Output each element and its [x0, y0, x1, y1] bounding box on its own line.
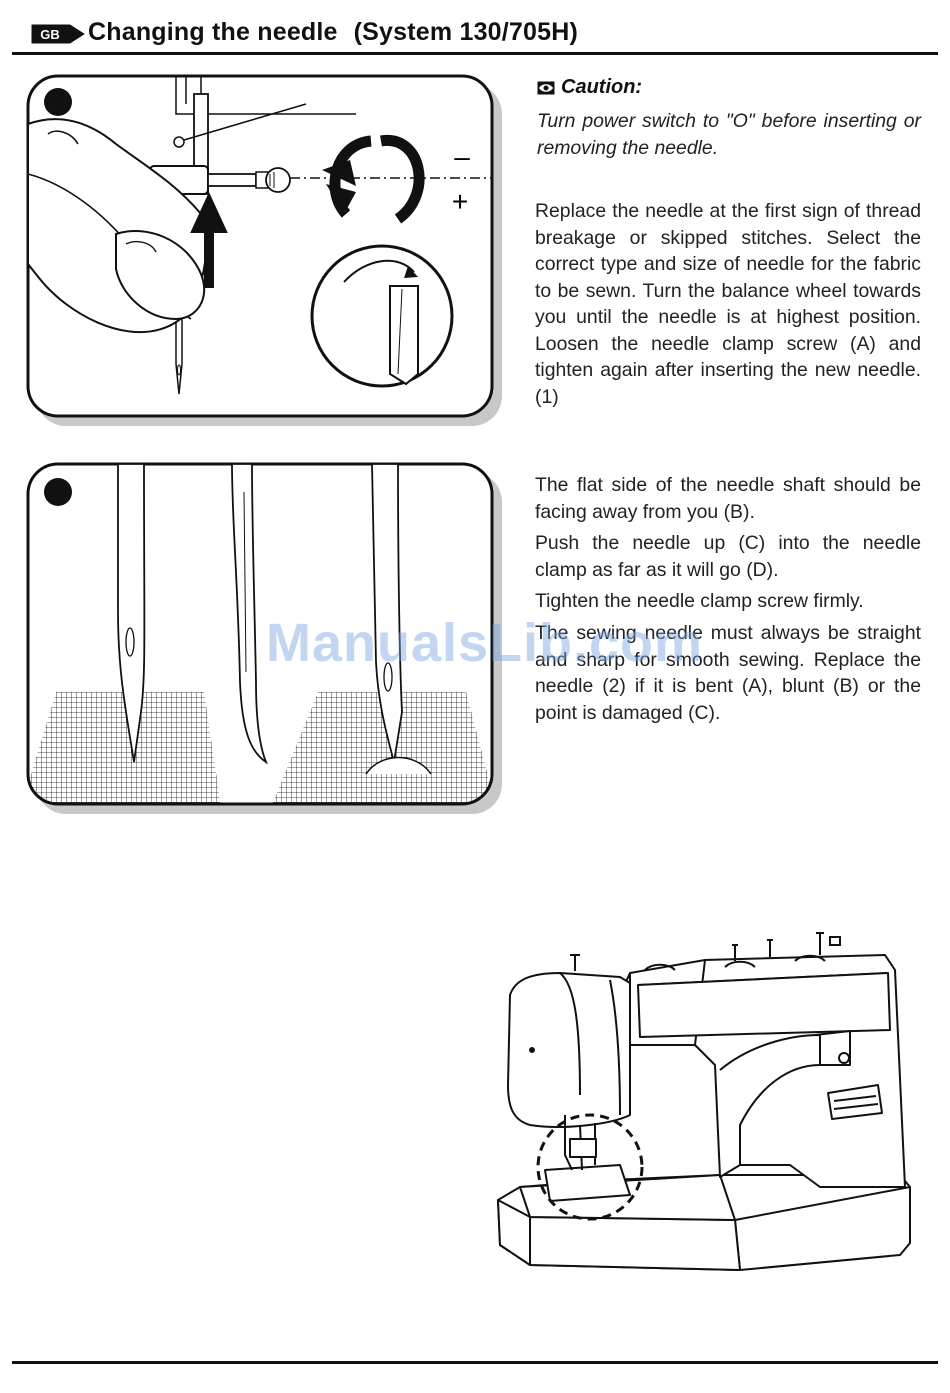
footer-rule	[12, 1361, 938, 1364]
plus-sign: +	[452, 186, 468, 217]
caution-heading-text: Caution:	[561, 76, 643, 98]
sewing-machine-illustration	[490, 925, 920, 1325]
paragraph-push-block: Push the needle up (C) into the needle c…	[535, 530, 921, 583]
page-title: Changing the needle (System 130/705H)	[88, 18, 578, 47]
caution-heading: Caution:	[537, 76, 642, 101]
rotation-arrows-icon	[322, 135, 425, 224]
paragraph-tighten-block: Tighten the needle clamp screw firmly.	[535, 588, 921, 615]
language-badge-label: GB	[40, 27, 60, 42]
paragraph-tighten: Tighten the needle clamp screw firmly.	[535, 590, 864, 612]
paragraph-flat-side-block: The flat side of the needle shaft should…	[535, 472, 921, 525]
watermark: ManualsLib.com	[266, 613, 704, 673]
caution-text: Turn power switch to "O" before insertin…	[537, 110, 921, 159]
paragraph-sewing-block: The sewing needle must always be straigh…	[535, 620, 921, 726]
figure-2-needle-conditions	[26, 462, 506, 817]
page-title-system: (System 130/705H)	[353, 18, 579, 46]
language-badge: GB	[30, 23, 86, 45]
paragraph-replace: Replace the needle at the first sign of …	[535, 200, 921, 408]
figure-1-needle-clamp: – +	[26, 74, 506, 429]
paragraph-flat-side: The flat side of the needle shaft should…	[535, 474, 921, 523]
figure-number-marker	[44, 88, 72, 116]
page-title-text: Changing the needle	[88, 18, 338, 46]
paragraph-sewing: The sewing needle must always be straigh…	[535, 622, 921, 724]
paragraph-push: Push the needle up (C) into the needle c…	[535, 532, 921, 581]
minus-sign: –	[454, 141, 470, 172]
paragraph-replace-block: Replace the needle at the first sign of …	[535, 198, 921, 410]
figure-number-marker	[44, 478, 72, 506]
page-header: GB Changing the needle (System 130/705H)	[12, 14, 938, 55]
eye-icon	[537, 78, 555, 101]
needle-area-highlight	[536, 1113, 644, 1221]
